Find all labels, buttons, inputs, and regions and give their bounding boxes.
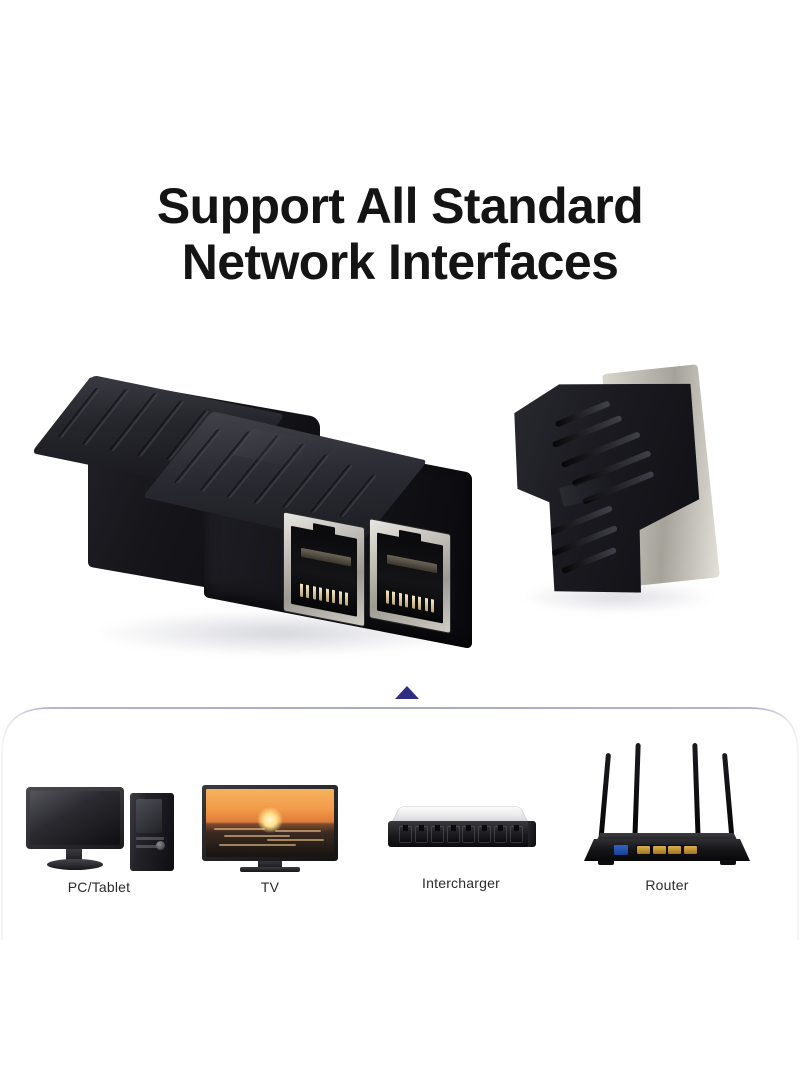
- router-antenna-3: [692, 742, 701, 842]
- secondary-splitter-body: [503, 360, 729, 611]
- device-item-intercharger: Intercharger: [378, 797, 544, 891]
- network-switch-icon: [378, 797, 544, 869]
- monitor-bezel: [26, 787, 124, 849]
- device-item-router: Router: [576, 735, 758, 893]
- up-arrow-icon: [395, 686, 419, 699]
- page-title: Support All Standard Network Interfaces: [0, 178, 800, 290]
- rj45-port-2-pins: [386, 590, 434, 613]
- rj45-port-1-opening: [291, 523, 357, 617]
- desktop-computer-icon: [14, 781, 184, 873]
- switch-side-panel: [528, 821, 536, 847]
- rj45-port-2-notch: [399, 529, 421, 549]
- router-top-casing: [596, 833, 738, 842]
- product-hero: [0, 355, 800, 700]
- router-lan-port: [637, 846, 650, 854]
- device-group-frame: [0, 700, 800, 950]
- rj45-port-1-divider: [301, 547, 351, 567]
- tv-screen: [206, 789, 334, 857]
- pc-tower-panel: [136, 799, 162, 833]
- rj45-port-1-notch: [313, 523, 335, 542]
- device-label-intercharger: Intercharger: [422, 875, 500, 891]
- device-label-pc-tablet: PC/Tablet: [67, 879, 131, 895]
- router-wan-port: [614, 845, 628, 855]
- router-lan-port-group: [636, 845, 698, 855]
- rj45-port-2: [370, 519, 450, 633]
- device-label-router: Router: [645, 877, 689, 893]
- monitor-neck: [66, 849, 82, 861]
- rj45-splitter-main-image: [31, 375, 506, 685]
- router-lan-port: [652, 846, 666, 854]
- router-antenna-1: [598, 752, 611, 846]
- wifi-router-icon: [576, 735, 758, 871]
- router-lan-port: [668, 846, 682, 854]
- device-item-tv: TV: [196, 783, 344, 895]
- rj45-port-2-opening: [377, 529, 443, 624]
- device-item-pc-tablet: PC/Tablet: [14, 781, 184, 895]
- device-label-tv: TV: [260, 879, 280, 895]
- monitor-base: [47, 859, 103, 870]
- switch-port-row: [399, 825, 523, 843]
- tv-bezel: [202, 785, 338, 861]
- headline-line-2: Network Interfaces: [181, 234, 619, 290]
- television-icon: [196, 783, 344, 873]
- supported-devices-row: PC/Tablet TV: [0, 735, 800, 915]
- router-lan-port: [683, 846, 697, 854]
- router-antenna-2: [632, 742, 641, 842]
- rj45-port-1-pins: [300, 583, 348, 606]
- tv-stand-base: [240, 867, 300, 872]
- monitor-screen: [30, 791, 120, 845]
- pc-power-button-icon: [156, 841, 165, 850]
- tv-stand-neck: [258, 861, 282, 868]
- rj45-port-1: [284, 512, 364, 627]
- pc-tower: [130, 793, 174, 871]
- rj45-splitter-secondary-image: [500, 365, 740, 645]
- headline-line-1: Support All Standard: [156, 178, 644, 234]
- router-antenna-4: [722, 752, 735, 846]
- tv-sun-graphic: [257, 806, 283, 833]
- switch-front-panel: [388, 821, 534, 847]
- rj45-port-2-divider: [387, 554, 437, 574]
